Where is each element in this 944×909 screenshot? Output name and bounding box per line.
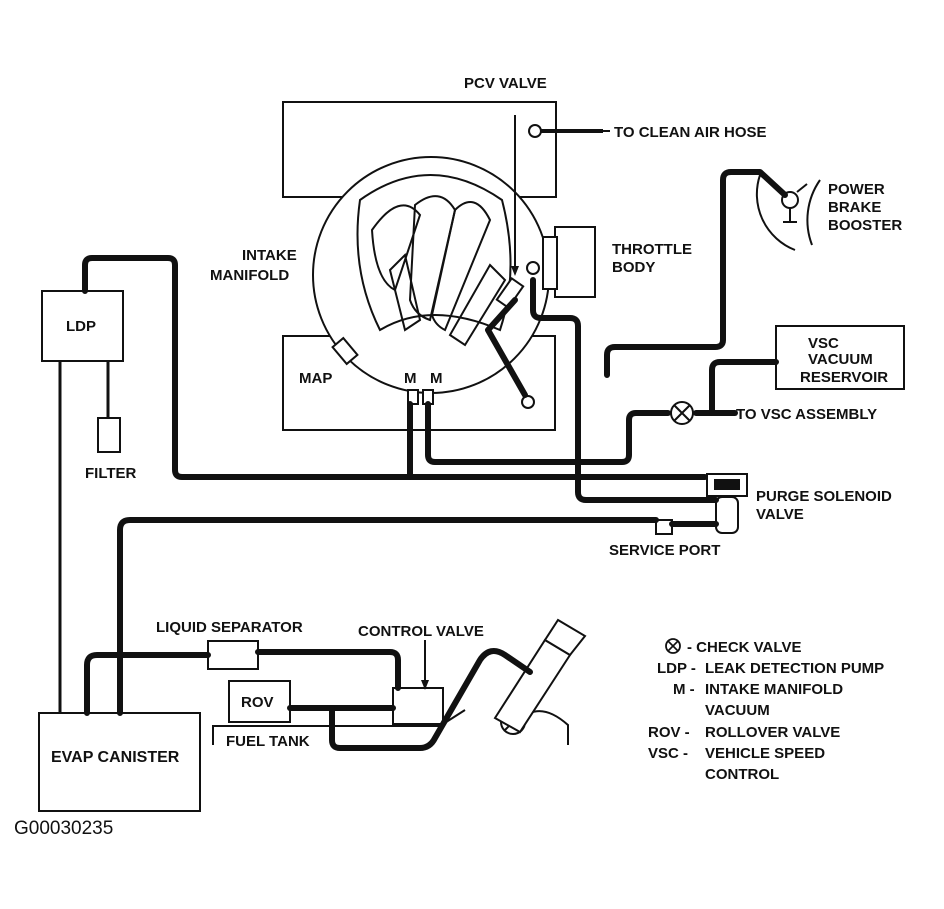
hoses [58,169,788,751]
label-m1: M [404,370,417,387]
legend: - CHECK VALVE LDP - LEAK DETECTION PUMP … [648,638,884,783]
legend-check-valve: - CHECK VALVE [687,639,801,656]
label-reservoir: RESERVOIR [800,369,888,386]
label-booster: BOOSTER [828,217,902,234]
manifold-runner-5 [448,263,507,347]
label-fuel-tank: FUEL TANK [226,733,310,750]
figure-code: G00030235 [14,818,113,839]
hose-m2-to-check-valve [425,401,671,465]
throttle-port [526,261,540,275]
legend-vsc-desc-2: CONTROL [705,766,779,783]
label-vacuum: VACUUM [808,351,873,368]
label-service-port: SERVICE PORT [609,542,720,559]
legend-m-key: M - [673,681,695,698]
power-brake-booster [755,174,821,251]
label-vsc: VSC [808,335,839,352]
label-map: MAP [299,370,332,387]
legend-m-desc: INTAKE MANIFOLD [705,681,843,698]
booster-outline-inner [755,174,796,251]
legend-rov-desc: ROLLOVER VALVE [705,724,840,741]
label-brake: BRAKE [828,199,881,216]
label-pcv-valve: PCV VALVE [464,75,547,92]
hose-separator-to-control-valve [255,649,401,691]
service-port [655,519,673,535]
throttle-flange [542,236,558,290]
label-rov: ROV [241,694,274,711]
legend-rov-key: ROV - [648,724,690,741]
label-evap-canister: EVAP CANISTER [51,749,180,766]
hose-canister-to-separator [84,652,211,716]
hose-canister-to-purge [117,517,659,716]
pcv-valve-body [495,276,525,310]
liquid-separator-box [207,640,259,670]
manifold-runner-3 [430,201,492,332]
label-to-clean-air-hose: TO CLEAN AIR HOSE [614,124,767,141]
legend-vsc-desc: VEHICLE SPEED [705,745,825,762]
label-filter: FILTER [85,465,137,482]
legend-ldp-key: LDP - [657,660,696,677]
manifold-runner-1 [370,204,422,292]
label-purge-valve: VALVE [756,506,804,523]
diagram-labels: PCV VALVE TO CLEAN AIR HOSE POWER BRAKE … [14,75,902,839]
label-purge-solenoid: PURGE SOLENOID [756,488,892,505]
manifold-runner-4 [388,253,422,332]
booster-outline [806,179,821,246]
label-power: POWER [828,181,885,198]
hose-check-to-vsc-reservoir [693,359,779,416]
hose-to-filler-neck [329,648,533,751]
hose-throttle-to-purge [530,277,719,503]
label-m2: M [430,370,443,387]
vsc-vacuum-reservoir [775,325,905,390]
label-to-vsc-assembly: TO VSC ASSEMBLY [736,406,877,423]
legend-vsc-key: VSC - [648,745,688,762]
check-valve-icon [670,401,694,425]
fuel-tank-outline-left [212,709,466,745]
hose-pcv-to-lower-port [485,297,528,398]
clean-air-port [528,124,542,138]
control-valve-box [392,687,444,725]
evap-canister-box [38,712,201,812]
throttle-body [554,226,596,298]
filler-cap [543,618,587,657]
filter-box [97,417,121,453]
label-intake: INTAKE [242,247,297,264]
manifold-runner-2 [408,195,457,322]
legend-check-valve-icon [665,638,681,654]
label-control-valve: CONTROL VALVE [358,623,484,640]
hose-ldp-to-manifold [82,255,708,480]
fuel-tank [207,618,587,745]
hose-to-brake-booster [604,169,788,378]
manifold-runner-cavity [356,174,512,332]
purge-solenoid-valve [706,473,748,534]
map-sensor [331,336,359,366]
label-ldp: LDP [66,318,96,335]
label-body: BODY [612,259,655,276]
label-throttle: THROTTLE [612,241,692,258]
legend-ldp-desc: LEAK DETECTION PUMP [705,660,884,677]
label-manifold: MANIFOLD [210,267,289,284]
pcv-lower-port [521,395,535,409]
label-liquid-separator: LIQUID SEPARATOR [156,619,303,636]
legend-m-desc-2: VACUUM [705,702,770,719]
rov-box [228,680,291,723]
purge-solenoid-body [715,496,739,534]
